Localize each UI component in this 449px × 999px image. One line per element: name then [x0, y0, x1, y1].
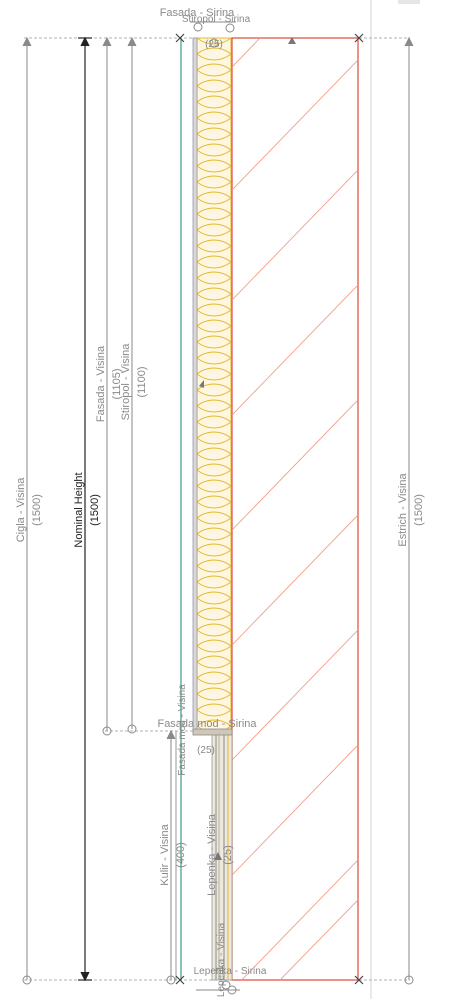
cigla-height-dimension[interactable]: [22, 36, 32, 985]
fasada-height-value: (1105): [111, 369, 123, 400]
fasada-width-label: Fasada - Sirina: [160, 7, 235, 19]
stiropol-width-value: (25): [205, 39, 223, 50]
stiropol-width-label: Stiropol - Sirina: [182, 14, 251, 25]
stiropol-height-label: Stiropol - Visina: [120, 343, 132, 421]
corner-markers: [175, 33, 364, 985]
top-width-handles[interactable]: [190, 21, 236, 48]
kulir-value: (400): [175, 842, 187, 868]
cigla-value: (1500): [31, 494, 43, 526]
fasada-mod-height-label: Fasada mod - Visina: [177, 684, 188, 776]
kulir-height-dimension[interactable]: [166, 729, 176, 985]
lepenka-label-group: Lepenka - Visina (25): [206, 813, 234, 896]
stiropol-label-group: Stiropol - Visina (1100): [120, 343, 148, 421]
estrich-height-dimension[interactable]: [404, 36, 414, 985]
masonry-wall[interactable]: [231, 37, 359, 990]
nominal-height-dimension[interactable]: [78, 36, 92, 982]
fasada-mod-height-group: Fasada mod - Visina: [177, 684, 188, 776]
lepenka-label: Lepenka - Visina: [206, 813, 218, 896]
nominal-label-group: Nominal Height (1500): [73, 472, 101, 547]
fasada-mod-width-label: Fasada mod - Sirina: [157, 718, 257, 730]
kulir-label: Kulir - Visina: [159, 823, 171, 885]
estrich-label-group: Estrich - Visina (1500): [397, 473, 425, 547]
facade-render-layer[interactable]: [192, 37, 198, 731]
fasada-mod-width-value: (25): [197, 745, 215, 756]
bottom-width-handles[interactable]: [196, 980, 240, 995]
plinth-section[interactable]: [192, 728, 233, 981]
bottom-height-label: Lepenka - Visina: [216, 922, 227, 997]
estrich-value: (1500): [413, 494, 425, 526]
bottom-width-label: Lepenka - Sirina: [194, 966, 267, 977]
cigla-label: Cigla - Visina: [15, 477, 27, 542]
stiropol-height-value: (1100): [136, 367, 148, 398]
bottom-height-group: Lepenka - Visina: [216, 922, 227, 997]
nominal-label: Nominal Height: [73, 472, 85, 547]
estrich-label: Estrich - Visina: [397, 473, 409, 547]
fasada-height-label: Fasada - Visina: [95, 345, 107, 422]
kulir-label-group: Kulir - Visina (400): [159, 823, 187, 885]
fasada-height-dimension[interactable]: [102, 36, 112, 736]
fasada-label-group: Fasada - Visina (1105): [95, 345, 123, 422]
stiropol-height-dimension[interactable]: [127, 36, 137, 734]
arrow-markers: [199, 37, 296, 860]
nominal-value: (1500): [89, 494, 101, 526]
pane-handle-icon[interactable]: [398, 0, 420, 4]
cigla-label-group: Cigla - Visina (1500): [15, 477, 43, 542]
lepenka-value: (25): [222, 845, 234, 865]
